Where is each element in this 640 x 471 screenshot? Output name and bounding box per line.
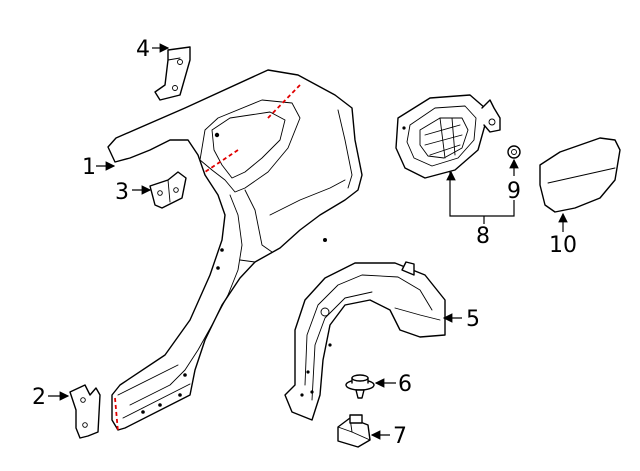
fuel-door-buffer bbox=[507, 145, 521, 159]
mid-bracket bbox=[149, 171, 187, 209]
callout-6: 6 bbox=[398, 372, 412, 397]
callout-1: 1 bbox=[82, 155, 96, 180]
callout-5: 5 bbox=[466, 307, 480, 332]
callout-9: 9 bbox=[507, 179, 521, 204]
lower-bracket bbox=[69, 384, 101, 439]
callout-3: 3 bbox=[115, 180, 129, 205]
cut-lines bbox=[114, 84, 301, 433]
callout-10: 10 bbox=[549, 233, 577, 258]
fuel-door bbox=[539, 137, 621, 213]
upper-bracket bbox=[154, 46, 191, 101]
callout-4: 4 bbox=[136, 37, 150, 62]
nut-clip bbox=[337, 414, 371, 448]
quarter-panel bbox=[107, 69, 363, 431]
callout-2: 2 bbox=[32, 385, 46, 410]
fuel-filler-housing bbox=[395, 94, 501, 179]
callout-8: 8 bbox=[476, 224, 490, 249]
callout-labels: 1 2 3 4 5 6 7 8 9 10 bbox=[32, 37, 577, 449]
leader-lines bbox=[48, 43, 568, 440]
wheelhouse-liner bbox=[284, 261, 446, 421]
callout-7: 7 bbox=[393, 424, 407, 449]
push-clip bbox=[345, 374, 375, 399]
